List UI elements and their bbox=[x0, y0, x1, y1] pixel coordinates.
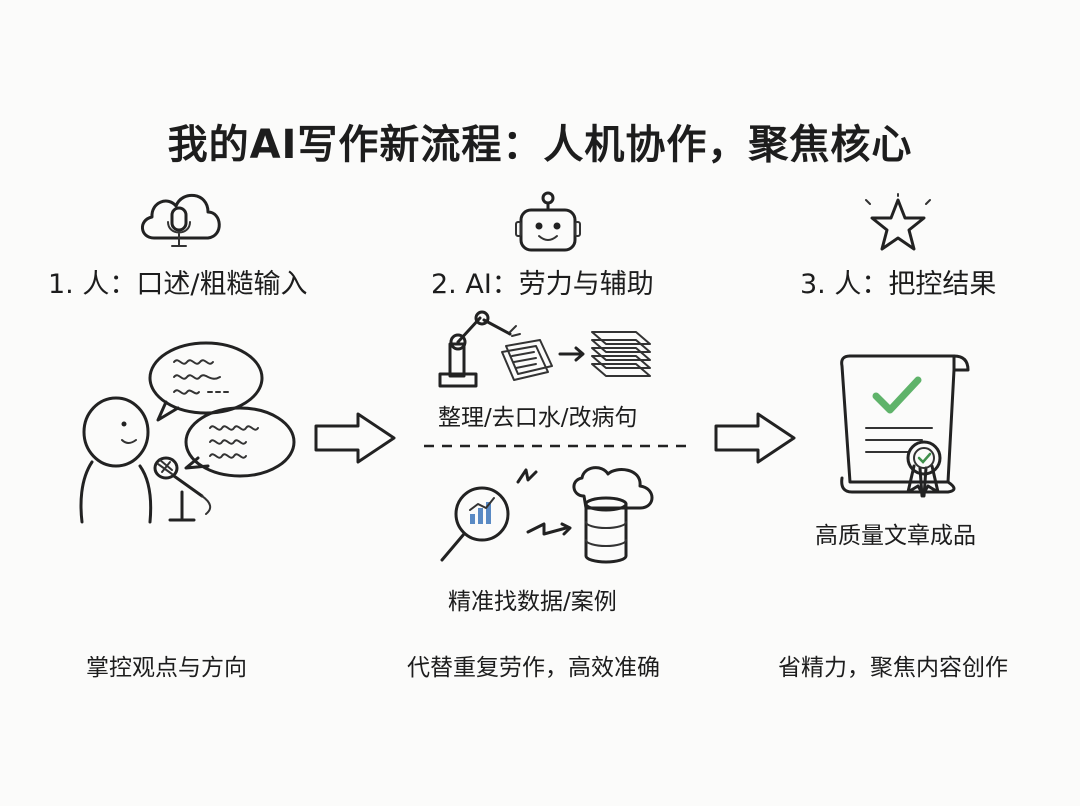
page-title: 我的AI写作新流程：人机协作，聚焦核心 bbox=[167, 122, 913, 168]
robot-face-icon bbox=[515, 191, 581, 252]
step-2-title: 2. AI：劳力与辅助 bbox=[431, 269, 654, 300]
arrow-right-icon bbox=[314, 412, 396, 464]
robot-arm-documents-illustration bbox=[438, 310, 651, 388]
speaking-person-illustration bbox=[79, 341, 296, 524]
dashed-divider bbox=[424, 444, 686, 448]
cloud-microphone-icon bbox=[141, 194, 221, 247]
certificate-document-illustration bbox=[840, 354, 970, 498]
step-3-title: 3. 人：把控结果 bbox=[800, 269, 997, 300]
ai-task-label-organize: 整理/去口水/改病句 bbox=[438, 405, 638, 431]
ai-task-label-find-data: 精准找数据/案例 bbox=[448, 589, 617, 615]
step-1-title: 1. 人：口述/粗糙输入 bbox=[48, 269, 308, 300]
step-3-caption: 省精力，聚焦内容创作 bbox=[778, 655, 1008, 681]
star-icon bbox=[865, 193, 931, 251]
arrow-right-icon bbox=[714, 412, 796, 464]
result-label: 高质量文章成品 bbox=[815, 523, 976, 549]
search-data-illustration bbox=[440, 466, 654, 564]
step-1-caption: 掌控观点与方向 bbox=[86, 655, 247, 681]
step-2-caption: 代替重复劳作，高效准确 bbox=[407, 655, 660, 681]
